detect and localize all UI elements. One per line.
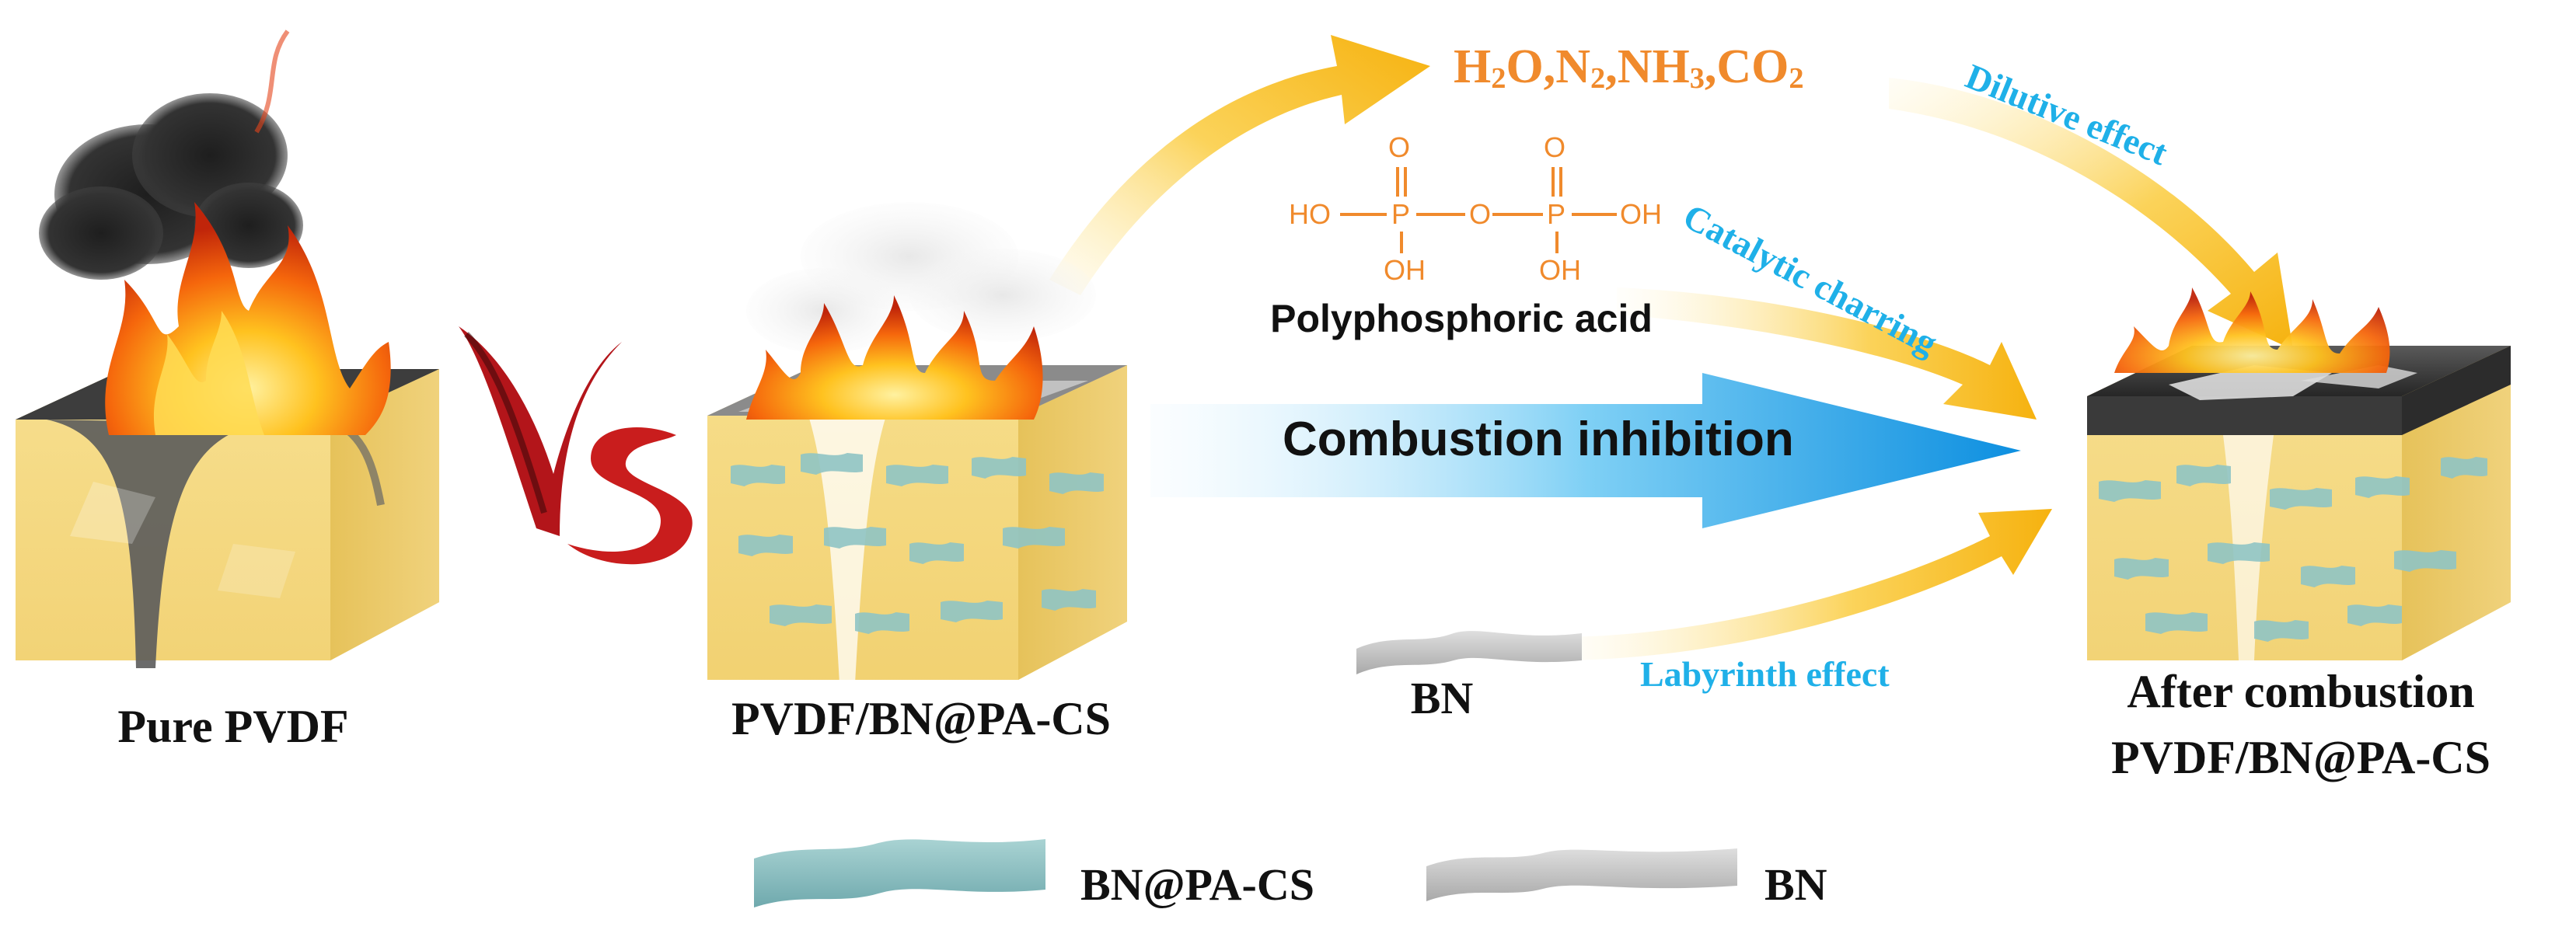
atom-p2: P — [1547, 198, 1566, 230]
atom-o-top1: O — [1388, 131, 1411, 163]
pure-pvdf-flame — [105, 30, 391, 435]
label-molecule-name: Polyphosphoric acid — [1270, 297, 1653, 340]
arrow-catalytic — [1617, 287, 2037, 420]
molecule-bonds — [1340, 167, 1617, 253]
arrow-combustion-inhibition — [1150, 373, 2021, 528]
embedded-flake — [886, 465, 948, 486]
embedded-flake — [801, 453, 863, 475]
embedded-flake — [2176, 465, 2231, 486]
legend-flake-bnpacs — [754, 839, 1045, 907]
legend-flake-bn — [1426, 848, 1737, 901]
label-labyrinth-effect: Labyrinth effect — [1640, 654, 1890, 694]
embedded-flake — [2114, 558, 2169, 580]
embedded-flake — [2099, 480, 2161, 502]
atom-o-top2: O — [1544, 131, 1566, 163]
after-flakes — [2099, 457, 2487, 642]
embedded-flake — [972, 457, 1026, 479]
atom-oh-bottom1: OH — [1384, 254, 1426, 286]
embedded-flake — [2208, 542, 2270, 564]
composite-flame — [746, 295, 1043, 420]
label-after-line1: After combustion — [2127, 666, 2475, 717]
atom-oh-bottom2: OH — [1539, 254, 1581, 286]
label-composite: PVDF/BN@PA-CS — [731, 693, 1111, 744]
after-flame — [2114, 287, 2390, 373]
atom-p1: P — [1391, 198, 1411, 230]
pure-pvdf-smoke — [39, 93, 303, 280]
composite-smoke — [746, 202, 1096, 354]
label-bn-center: BN — [1410, 673, 1474, 723]
embedded-flake — [2347, 604, 2402, 626]
bn-flake-center — [1356, 631, 1582, 674]
embedded-flake — [738, 535, 793, 556]
embedded-flake — [2270, 488, 2332, 510]
embedded-flake — [2301, 566, 2355, 587]
embedded-flake — [2441, 457, 2487, 479]
embedded-flake — [1003, 527, 1065, 549]
embedded-flake — [731, 465, 785, 486]
label-gases: H2O,N2,NH3,CO2 — [1454, 40, 1804, 95]
embedded-flake — [1042, 589, 1096, 611]
label-pure-pvdf: Pure PVDF — [117, 701, 349, 752]
pure-pvdf-block — [16, 369, 439, 668]
embedded-flake — [770, 604, 832, 626]
composite-flakes — [731, 453, 1104, 634]
arrow-to-gases — [1049, 35, 1430, 295]
vs-mark — [459, 326, 693, 565]
legend-label-bn: BN — [1764, 859, 1827, 910]
embedded-flake — [1049, 472, 1104, 494]
embedded-flake — [2145, 612, 2208, 634]
embedded-flake — [941, 601, 1003, 622]
embedded-flake — [909, 542, 964, 564]
atom-oh-right: OH — [1620, 198, 1662, 230]
embedded-flake — [855, 612, 909, 634]
arrow-labyrinth — [1555, 509, 2052, 660]
atom-o-bridge: O — [1469, 198, 1492, 230]
embedded-flake — [2355, 476, 2410, 498]
embedded-flake — [2254, 620, 2309, 642]
atom-ho-left: HO — [1289, 198, 1331, 230]
embedded-flake — [824, 527, 886, 549]
label-after-line2: PVDF/BN@PA-CS — [2111, 732, 2490, 783]
embedded-flake — [2394, 550, 2456, 572]
label-combustion-inhibition: Combustion inhibition — [1283, 413, 1794, 466]
legend-label-bnpacs: BN@PA-CS — [1080, 859, 1314, 910]
